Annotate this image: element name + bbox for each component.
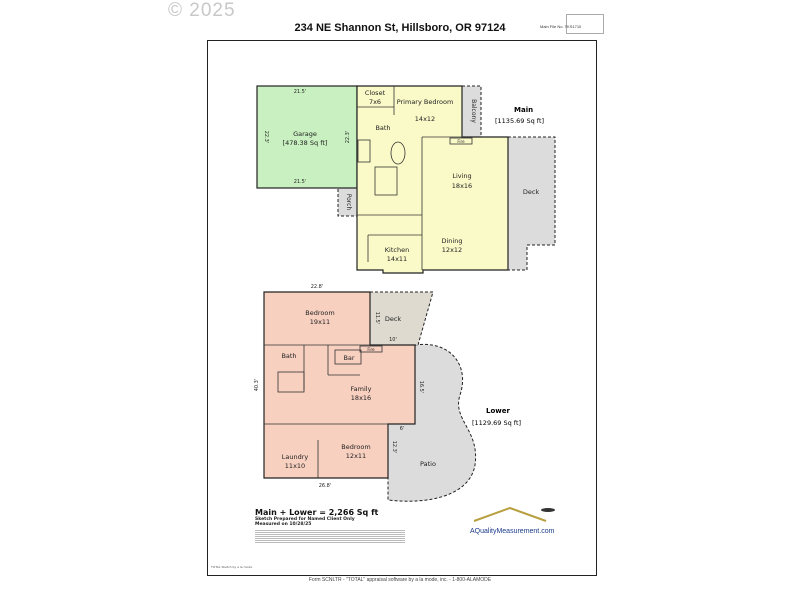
lower-bath-label: Bath <box>281 352 296 360</box>
deck-dim-side: 11.5' <box>374 312 380 325</box>
dining-label: Dining <box>442 237 463 245</box>
closet-label: Closet <box>365 89 386 97</box>
garage-dim-left: 22.3' <box>263 131 269 144</box>
living-label: Living <box>452 172 471 180</box>
main-floor <box>356 85 509 274</box>
family-size: 18x16 <box>351 394 371 402</box>
laundry-size: 11x10 <box>285 462 305 470</box>
lower-bedroom1-label: Bedroom <box>305 309 334 317</box>
garage-dim-bottom: 21.5' <box>294 179 307 185</box>
bedroom-dim-right: 12.3' <box>391 441 397 454</box>
lower-level-label: Lower <box>486 407 510 415</box>
measured-date: Measured on 10/28/25 <box>255 522 312 527</box>
main-level-label: Main <box>514 106 533 114</box>
lower-bedroom1-size: 19x11 <box>310 318 330 326</box>
primary-bedroom-label: Primary Bedroom <box>397 98 454 106</box>
closet-size: 7x6 <box>369 98 381 106</box>
disclaimer-fine-print <box>255 529 405 543</box>
garage-label: Garage <box>293 130 317 138</box>
company-logo: AQualityMeasurement.com <box>470 506 558 535</box>
lower-bedroom2-size: 12x11 <box>346 452 366 460</box>
deck-dim-bottom: 10' <box>389 337 397 343</box>
primary-bedroom-size: 14x12 <box>415 115 435 123</box>
totals-block: Main + Lower = 2,266 Sq ft Sketch Prepar… <box>255 508 405 543</box>
footer: Form SCNLTR - "TOTAL" appraisal software… <box>308 577 492 583</box>
sketch-credit: TOTAL Sketch by a la mode <box>211 565 253 569</box>
lower-fire-label: Fire <box>367 347 375 352</box>
lower-bedroom2-label: Bedroom <box>341 443 370 451</box>
file-number: Main File No. TKS1710 <box>540 24 582 29</box>
prepared-note: Sketch Prepared for Named Client Only <box>255 517 355 522</box>
lower-floor <box>263 291 416 479</box>
house-roof-icon <box>473 506 555 522</box>
garage-dim-top: 21.5' <box>294 89 307 95</box>
logo-text: AQualityMeasurement.com <box>470 528 555 535</box>
lower-level-area: [1129.69 Sq ft] <box>472 419 521 427</box>
copyright-watermark: © 2025 <box>168 0 236 21</box>
lower-deck <box>369 291 434 346</box>
main-bath-label: Bath <box>375 124 390 132</box>
family-label: Family <box>351 385 372 393</box>
main-level-area: [1135.69 Sq ft] <box>495 117 544 125</box>
sketch-frame <box>207 40 597 576</box>
lower-dim-bottom: 26.8' <box>319 483 332 489</box>
patio-label: Patio <box>420 460 436 468</box>
main-fire-label: Fire <box>457 139 465 144</box>
kitchen-size: 14x11 <box>387 255 407 263</box>
living-size: 18x16 <box>452 182 472 190</box>
garage-dim-right: 22.3' <box>345 131 351 144</box>
dining-size: 12x12 <box>442 246 462 254</box>
page-title: 234 NE Shannon St, Hillsboro, OR 97124 <box>294 22 506 34</box>
kitchen-label: Kitchen <box>385 246 409 254</box>
bar-label: Bar <box>343 354 354 362</box>
lower-deck-label: Deck <box>385 315 402 323</box>
lower-dim-top: 22.8' <box>311 284 324 290</box>
patio-dim-top: 6' <box>400 426 405 432</box>
file-number-box <box>566 14 604 34</box>
balcony-label: Balcony <box>470 99 477 123</box>
main-deck-label: Deck <box>523 188 540 196</box>
garage-area: [478.38 Sq ft] <box>283 139 328 147</box>
porch-label: Porch <box>345 194 352 211</box>
garage <box>256 85 358 189</box>
lower-dim-left: 40.3' <box>254 379 260 392</box>
patio <box>387 343 477 502</box>
laundry-label: Laundry <box>282 453 309 461</box>
total-area: Main + Lower = 2,266 Sq ft <box>255 508 379 517</box>
family-dim-right: 16.5' <box>418 381 424 394</box>
